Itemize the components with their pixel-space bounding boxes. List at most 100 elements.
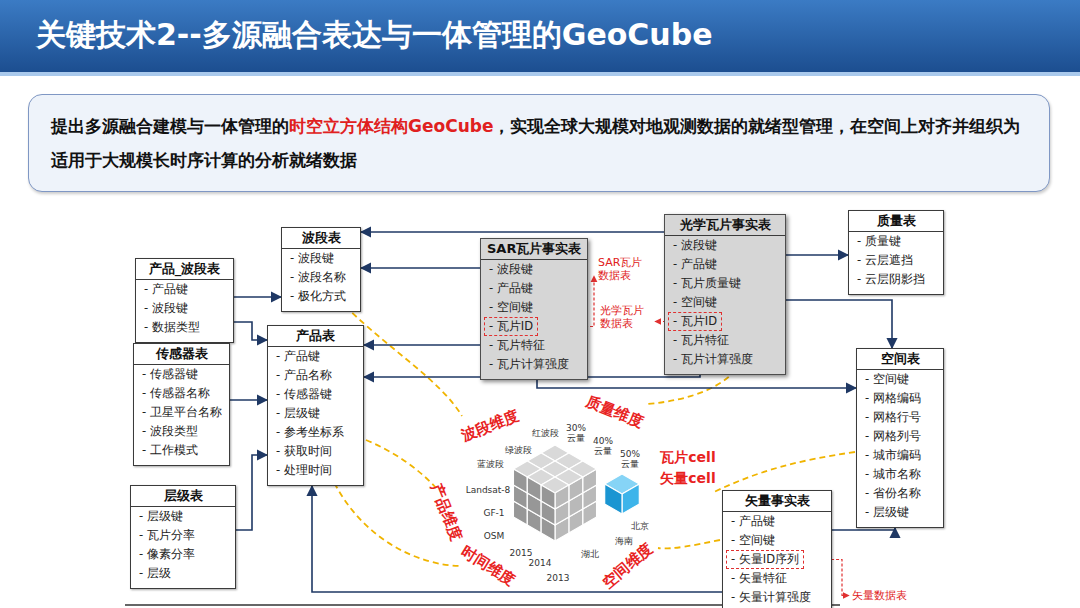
table-field: - 层级键 — [860, 503, 914, 522]
table-field: - 产品键 — [139, 280, 193, 299]
table-title: 传感器表 — [134, 344, 229, 365]
relation-arrow — [786, 254, 848, 256]
table-field: - 层级键 — [134, 507, 188, 526]
cell-cube — [605, 474, 640, 514]
table-field: - 矢量计算强度 — [726, 588, 816, 607]
table-field: - 城市编码 — [860, 446, 926, 465]
table-field: - 产品名称 — [271, 366, 337, 385]
table-title: 空间表 — [857, 349, 943, 370]
table-field: - 网格编码 — [860, 389, 926, 408]
cube-face — [513, 469, 527, 493]
dimension-table: 产品表- 产品键- 产品名称- 传感器键- 层级键- 参考坐标系- 获取时间- … — [267, 325, 364, 486]
table-field: - 城市名称 — [860, 465, 926, 484]
relation-arrow — [234, 322, 267, 340]
axis-title: 空间维度 — [599, 539, 657, 592]
data-cube — [513, 445, 596, 541]
table-field: - 瓦片质量键 — [668, 274, 746, 293]
table-field: - 像素分率 — [134, 545, 200, 564]
table-field: - 层级键 — [271, 404, 325, 423]
axis-tick: 海南 — [615, 536, 633, 546]
table-field: - 产品键 — [726, 512, 780, 531]
table-field: - 瓦片ID — [484, 317, 538, 336]
table-title: 矢量事实表 — [723, 491, 831, 512]
table-field: - 省份名称 — [860, 484, 926, 503]
table-field: - 瓦片分率 — [134, 526, 200, 545]
table-title: 质量表 — [849, 211, 943, 232]
table-field: - 瓦片计算强度 — [484, 355, 574, 374]
dimension-table: 层级表- 层级键- 瓦片分率- 像素分率- 层级 — [130, 485, 236, 589]
table-field: - 波段键 — [484, 260, 538, 279]
dimension-table: 空间表- 空间键- 网格编码- 网格行号- 网格列号- 城市编码- 城市名称- … — [856, 348, 944, 528]
table-field: - 瓦片特征 — [668, 331, 734, 350]
callout-label: SAR瓦片数据表 — [598, 256, 648, 282]
axis-tick: 2014 — [529, 558, 552, 568]
axis-tick: 湖北 — [581, 549, 599, 559]
table-field: - 矢量特征 — [726, 569, 792, 588]
axis-tick: 蓝波段 — [477, 459, 504, 469]
table-field: - 瓦片特征 — [484, 336, 550, 355]
axis-title: 质量维度 — [584, 392, 647, 432]
axis-tick: 40% 云量 — [591, 436, 615, 456]
axis-tick: 绿波段 — [505, 445, 532, 455]
table-field: - 获取时间 — [271, 442, 337, 461]
axis-tick: 2013 — [547, 573, 570, 583]
axis-title: 产品维度 — [426, 481, 466, 544]
table-title: 产品_波段表 — [136, 259, 233, 280]
guide-curve — [366, 440, 436, 488]
fact-table: 矢量事实表- 产品键- 空间键- 矢量ID序列- 矢量特征- 矢量计算强度 — [722, 490, 832, 608]
relation-arrow — [786, 300, 892, 348]
table-field: - 层级 — [134, 564, 176, 583]
dimension-table: 产品_波段表- 产品键- 波段键- 数据类型 — [135, 258, 234, 343]
table-field: - 参考坐标系 — [271, 423, 349, 442]
table-field: - 波段名称 — [285, 268, 351, 287]
intro-text: 提出多源融合建模与一体管理的 — [51, 116, 289, 136]
table-field: - 传感器键 — [137, 365, 203, 384]
relation-arrow — [537, 380, 856, 388]
table-field: - 网格行号 — [860, 408, 926, 427]
axis-tick: 红波段 — [532, 428, 559, 438]
table-field: - 空间键 — [726, 531, 780, 550]
callout-label: 光学瓦片数据表 — [600, 304, 652, 330]
dimension-table: 波段表- 波段键- 波段名称- 极化方式 — [281, 227, 361, 312]
table-field: - 矢量ID序列 — [726, 550, 804, 569]
table-field: - 产品键 — [668, 255, 722, 274]
cube-face — [541, 485, 555, 509]
table-field: - 波段键 — [139, 299, 193, 318]
table-field: - 瓦片计算强度 — [668, 350, 758, 369]
table-field: - 卫星平台名称 — [137, 403, 227, 422]
table-field: - 工作模式 — [137, 441, 203, 460]
relation-arrow — [230, 399, 267, 401]
table-title: 波段表 — [282, 228, 360, 249]
guide-curve — [658, 540, 720, 548]
guide-curve — [714, 452, 855, 492]
relation-arrow — [832, 528, 895, 530]
table-field: - 处理时间 — [271, 461, 337, 480]
table-title: 光学瓦片事实表 — [665, 215, 785, 236]
table-field: - 空间键 — [860, 370, 914, 389]
relation-arrow — [236, 455, 267, 530]
axis-tick: GF-1 — [483, 508, 504, 518]
highlight-text: 时空立方体结构GeoCube — [289, 116, 493, 136]
table-field: - 云层阴影挡 — [852, 270, 930, 289]
table-title: 产品表 — [268, 326, 363, 347]
table-field: - 极化方式 — [285, 287, 351, 306]
cube-face — [555, 485, 569, 509]
axis-tick: Landsat-8 — [466, 485, 511, 495]
table-field: - 数据类型 — [139, 318, 205, 337]
relation-arrow — [364, 344, 480, 346]
axis-tick: 2015 — [510, 548, 533, 558]
axis-tick: 北京 — [631, 521, 649, 531]
cube-face — [622, 484, 639, 514]
cube-face — [605, 484, 622, 514]
table-field: - 波段类型 — [137, 422, 203, 441]
table-field: - 产品键 — [271, 347, 325, 366]
table-field: - 波段键 — [285, 249, 339, 268]
cell-label: 瓦片cell — [660, 449, 715, 467]
table-field: - 瓦片ID — [668, 312, 722, 331]
table-field: - 质量键 — [852, 232, 906, 251]
table-field: - 云层遮挡 — [852, 251, 918, 270]
relation-arrow — [312, 486, 722, 592]
table-field: - 波段键 — [668, 236, 722, 255]
table-title: 层级表 — [131, 486, 235, 507]
